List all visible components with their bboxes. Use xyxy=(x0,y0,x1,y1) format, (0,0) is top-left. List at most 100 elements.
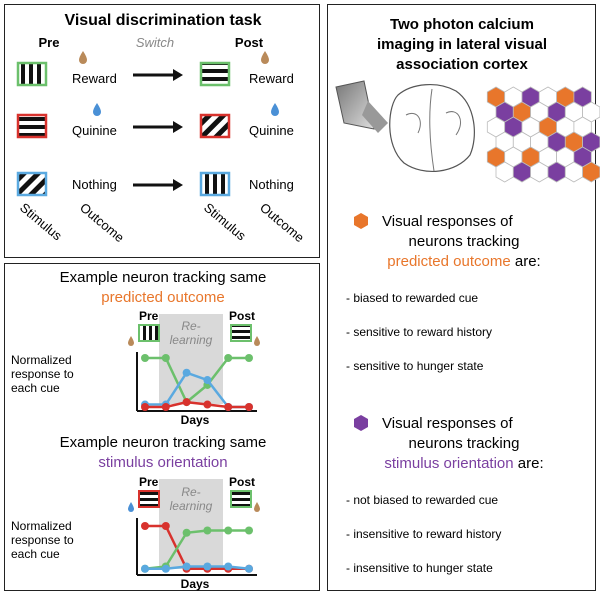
data-point-red xyxy=(161,522,170,530)
orange-hexagon-icon xyxy=(354,213,368,229)
example1-xlabel: Days xyxy=(181,413,210,427)
reward-drop-icon xyxy=(261,51,269,64)
row1-post-outcome: Reward xyxy=(249,71,294,86)
example1-relearning-line1: Re- xyxy=(181,319,200,333)
data-point-red xyxy=(224,403,233,411)
task-row-reward: Reward Reward xyxy=(16,51,294,87)
task-title: Visual discrimination task xyxy=(64,12,261,29)
data-point-green xyxy=(161,354,170,362)
example-diagram: Example neuron tracking same predicted o… xyxy=(11,269,267,591)
task-panel: Visual discrimination task Pre Switch Po… xyxy=(4,4,320,258)
outcome-line3: predicted outcome are: xyxy=(387,253,540,270)
row1-pre-outcome: Reward xyxy=(72,71,117,86)
post-outcome-axis-label: Outcome xyxy=(257,200,307,245)
orientation-block: Visual responses of neurons tracking sti… xyxy=(346,415,544,575)
microscope-brain-icon xyxy=(335,80,475,172)
quinine-drop-icon xyxy=(271,103,279,116)
orientation-bullet-1: - not biased to rewarded cue xyxy=(346,493,498,507)
example2-relearning-line1: Re- xyxy=(181,485,200,499)
pre-stimulus-diagonal xyxy=(16,171,48,197)
task-switch-label: Switch xyxy=(136,35,174,50)
pre-stimulus-horizontal xyxy=(16,113,48,139)
data-point-blue xyxy=(182,368,191,377)
summary-title-line1: Two photon calcium xyxy=(390,16,534,33)
outcome-bullet-1: - biased to rewarded cue xyxy=(346,291,478,305)
row2-post-outcome: Quinine xyxy=(249,123,294,138)
data-point-green xyxy=(203,526,212,535)
post-stimulus-diagonal xyxy=(199,113,231,139)
relearning-shade xyxy=(159,479,223,569)
orientation-line1: Visual responses of xyxy=(382,415,513,432)
example2-plot xyxy=(141,522,253,573)
neuron-hexagon-field xyxy=(486,86,600,183)
data-point-green xyxy=(245,354,253,362)
example1-relearning-line2: learning xyxy=(170,333,213,347)
pre-stimulus-vertical xyxy=(16,61,48,87)
pre-cue-icon xyxy=(138,324,160,342)
pre-cue-icon xyxy=(138,490,160,508)
summary-diagram: Two photon calcium imaging in lateral vi… xyxy=(335,16,600,575)
arrow-head-icon xyxy=(173,69,183,81)
example2-post-label: Post xyxy=(229,475,255,489)
outcome-block: Visual responses of neurons tracking pre… xyxy=(346,213,541,373)
example2-xlabel: Days xyxy=(181,577,210,591)
example1-plot xyxy=(141,354,253,411)
quinine-drop-icon xyxy=(93,103,101,116)
data-point-blue xyxy=(245,564,253,573)
task-row-nothing: Nothing Nothing xyxy=(16,171,294,197)
task-row-quinine: Quinine Quinine xyxy=(16,103,294,139)
row2-pre-outcome: Quinine xyxy=(72,123,117,138)
example-panel: Example neuron tracking same predicted o… xyxy=(4,263,320,591)
data-point-green xyxy=(224,354,233,362)
reward-drop-icon xyxy=(254,336,260,346)
data-point-red xyxy=(161,403,170,411)
example1-ylabel-line3: each cue xyxy=(11,381,60,395)
orientation-line3: stimulus orientation are: xyxy=(384,455,543,472)
data-point-red xyxy=(245,403,253,411)
example2-title-line1: Example neuron tracking same xyxy=(60,434,267,451)
orientation-line2: neurons tracking xyxy=(409,435,520,452)
arrow-head-icon xyxy=(173,179,183,191)
data-point-blue xyxy=(224,562,233,571)
post-cue-icon xyxy=(230,324,252,342)
data-point-green xyxy=(245,526,253,535)
example2-pre-label: Pre xyxy=(139,475,159,489)
post-stimulus-axis-label: Stimulus xyxy=(201,200,249,244)
pre-outcome-axis-label: Outcome xyxy=(77,200,127,245)
data-point-blue xyxy=(141,564,149,573)
task-post-label: Post xyxy=(235,35,264,50)
outcome-line2: neurons tracking xyxy=(409,233,520,250)
example1-title-line1: Example neuron tracking same xyxy=(60,269,267,286)
example1-title-line2: predicted outcome xyxy=(101,289,224,306)
data-point-green xyxy=(182,528,191,537)
example1-ylabel-line2: response to xyxy=(11,367,74,381)
data-point-blue xyxy=(161,564,170,573)
example2-title-line2: stimulus orientation xyxy=(98,454,227,471)
data-point-green xyxy=(224,526,233,535)
arrow-head-icon xyxy=(173,121,183,133)
data-point-red xyxy=(203,400,212,409)
task-pre-label: Pre xyxy=(39,35,60,50)
example2-ylabel-line2: response to xyxy=(11,533,74,547)
post-stimulus-vertical xyxy=(199,171,231,197)
summary-panel: Two photon calcium imaging in lateral vi… xyxy=(327,4,600,591)
example2-ylabel-line1: Normalized xyxy=(11,519,72,533)
purple-hexagon-icon xyxy=(354,415,368,431)
outcome-line1: Visual responses of xyxy=(382,213,513,230)
row3-post-outcome: Nothing xyxy=(249,177,294,192)
summary-title-line3: association cortex xyxy=(396,56,528,73)
quinine-drop-icon xyxy=(128,502,134,512)
summary-title-line2: imaging in lateral visual xyxy=(377,36,547,53)
data-point-red xyxy=(182,398,191,407)
example2-relearning-line2: learning xyxy=(170,499,213,513)
orientation-bullet-3: - insensitive to hunger state xyxy=(346,561,493,575)
reward-drop-icon xyxy=(128,336,134,346)
example1-post-label: Post xyxy=(229,309,255,323)
reward-drop-icon xyxy=(254,502,260,512)
orientation-bullet-2: - insensitive to reward history xyxy=(346,527,501,541)
outcome-bullet-2: - sensitive to reward history xyxy=(346,325,492,339)
task-diagram: Visual discrimination task Pre Switch Po… xyxy=(16,12,307,245)
row3-pre-outcome: Nothing xyxy=(72,177,117,192)
example1-ylabel-line1: Normalized xyxy=(11,353,72,367)
post-cue-icon xyxy=(230,490,252,508)
